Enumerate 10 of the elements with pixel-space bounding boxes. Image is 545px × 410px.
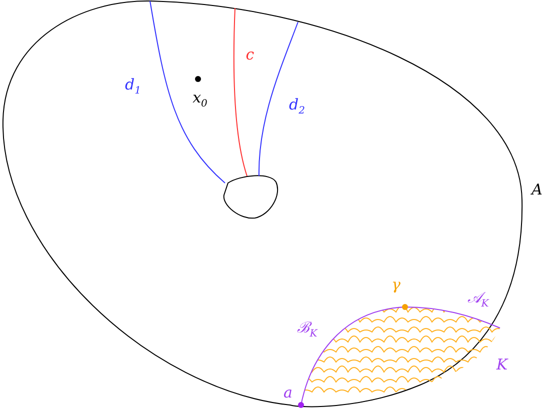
curve-label: d$_{1}$	[125, 78, 141, 96]
curve-label: d$_{2}$	[289, 98, 305, 116]
curve-label: γ	[392, 278, 400, 292]
region-label: K	[496, 358, 508, 372]
point-label: x$_{0}$	[192, 90, 208, 110]
arc-label: 𝒜$_{K}$	[467, 290, 489, 310]
region-label: A	[532, 182, 542, 198]
arc-label: ℬ$_{K}$	[296, 320, 318, 340]
curve-label: c	[246, 48, 254, 62]
point-label: a	[284, 386, 292, 400]
